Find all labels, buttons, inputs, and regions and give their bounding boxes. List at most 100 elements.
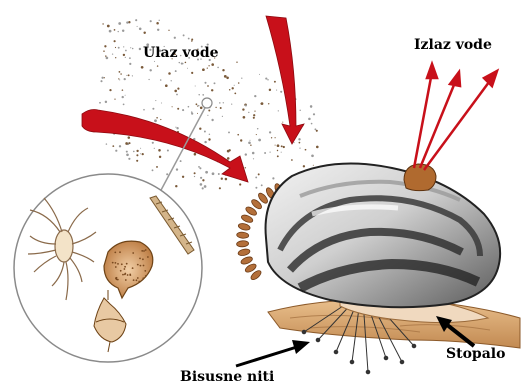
water-particle <box>223 102 224 103</box>
water-particle <box>258 139 261 142</box>
water-particle <box>204 141 206 143</box>
water-particle <box>197 106 198 107</box>
water-particle <box>112 53 113 54</box>
water-particle <box>205 171 208 174</box>
water-particle <box>241 78 242 79</box>
water-particle <box>133 151 135 153</box>
water-particle <box>225 178 228 181</box>
water-particle <box>150 20 152 22</box>
water-particle <box>224 75 227 78</box>
water-particle <box>191 72 193 74</box>
water-particle <box>200 177 202 179</box>
water-particle <box>154 119 157 122</box>
seed-dot <box>126 263 128 265</box>
water-particle <box>136 154 138 156</box>
water-particle <box>234 92 236 94</box>
water-particle <box>255 187 257 189</box>
seed-dot <box>129 274 131 276</box>
water-particle <box>126 153 129 156</box>
water-particle <box>252 152 255 155</box>
water-particle <box>282 122 283 123</box>
water-particle <box>207 115 208 116</box>
water-particle <box>215 107 216 108</box>
water-particle <box>191 38 193 40</box>
water-particle <box>159 20 160 21</box>
water-particle <box>208 110 210 112</box>
water-particle <box>214 82 216 84</box>
water-particle <box>254 95 256 97</box>
water-particle <box>183 34 185 36</box>
seed-dot <box>142 258 144 260</box>
water-particle <box>106 143 107 144</box>
water-particle <box>157 65 158 66</box>
water-particle <box>221 178 223 180</box>
water-particle <box>139 48 141 50</box>
water-particle <box>211 63 214 66</box>
seed-dot <box>137 264 139 266</box>
water-particle <box>198 166 200 168</box>
water-particle <box>245 104 247 106</box>
water-particle <box>218 173 220 175</box>
seed-dot <box>138 281 140 283</box>
water-particle <box>152 142 154 144</box>
water-particle <box>166 173 168 175</box>
water-particle <box>299 142 301 144</box>
water-particle <box>236 61 237 62</box>
water-particle <box>204 131 206 133</box>
water-particle <box>211 89 213 91</box>
seed-dot <box>120 270 122 272</box>
seed-dot <box>116 278 118 280</box>
water-particle <box>128 74 130 76</box>
water-particle <box>137 26 138 27</box>
water-particle <box>281 152 282 153</box>
water-particle <box>104 77 105 78</box>
water-particle <box>176 168 178 170</box>
byssus-pointer-arrow <box>236 340 310 366</box>
water-particle <box>212 172 215 175</box>
water-particle <box>105 55 106 56</box>
water-particle <box>154 148 155 149</box>
mantle-tentacle <box>238 222 251 231</box>
water-particle <box>259 74 260 75</box>
water-particle <box>118 47 120 49</box>
water-particle <box>105 101 107 103</box>
water-particle <box>250 145 251 146</box>
water-particle <box>143 109 145 111</box>
water-particle <box>232 87 234 89</box>
water-particle <box>217 67 219 69</box>
water-particle <box>299 147 300 148</box>
water-particle <box>118 31 119 32</box>
water-particle <box>197 113 198 114</box>
water-particle <box>311 154 314 157</box>
water-particle <box>182 63 184 65</box>
water-particle <box>207 67 208 68</box>
water-particle <box>310 105 313 108</box>
water-particle <box>294 142 295 143</box>
water-particle <box>154 61 155 62</box>
water-particle <box>231 104 232 105</box>
seed-dot <box>142 277 144 279</box>
water-particle <box>229 89 231 91</box>
water-particle <box>128 158 130 160</box>
water-particle <box>182 109 184 111</box>
seed-dot <box>115 266 117 268</box>
water-particle <box>269 151 270 152</box>
water-particle <box>316 146 319 149</box>
mussel-shell <box>266 164 501 308</box>
water-particle <box>128 21 130 23</box>
water-particle <box>207 85 209 87</box>
water-particle <box>277 144 280 147</box>
water-particle <box>188 106 190 108</box>
water-particle <box>125 95 126 96</box>
seed-dot <box>143 250 145 252</box>
seed-dot <box>117 263 119 265</box>
water-particle <box>242 108 244 110</box>
water-particle <box>174 37 176 39</box>
water-particle <box>281 145 283 147</box>
water-particle <box>155 100 156 101</box>
water-particle <box>261 102 264 105</box>
seed-dot <box>114 252 116 254</box>
water-particle <box>177 88 179 90</box>
label-byssal-threads: Bisusne niti <box>180 370 274 384</box>
